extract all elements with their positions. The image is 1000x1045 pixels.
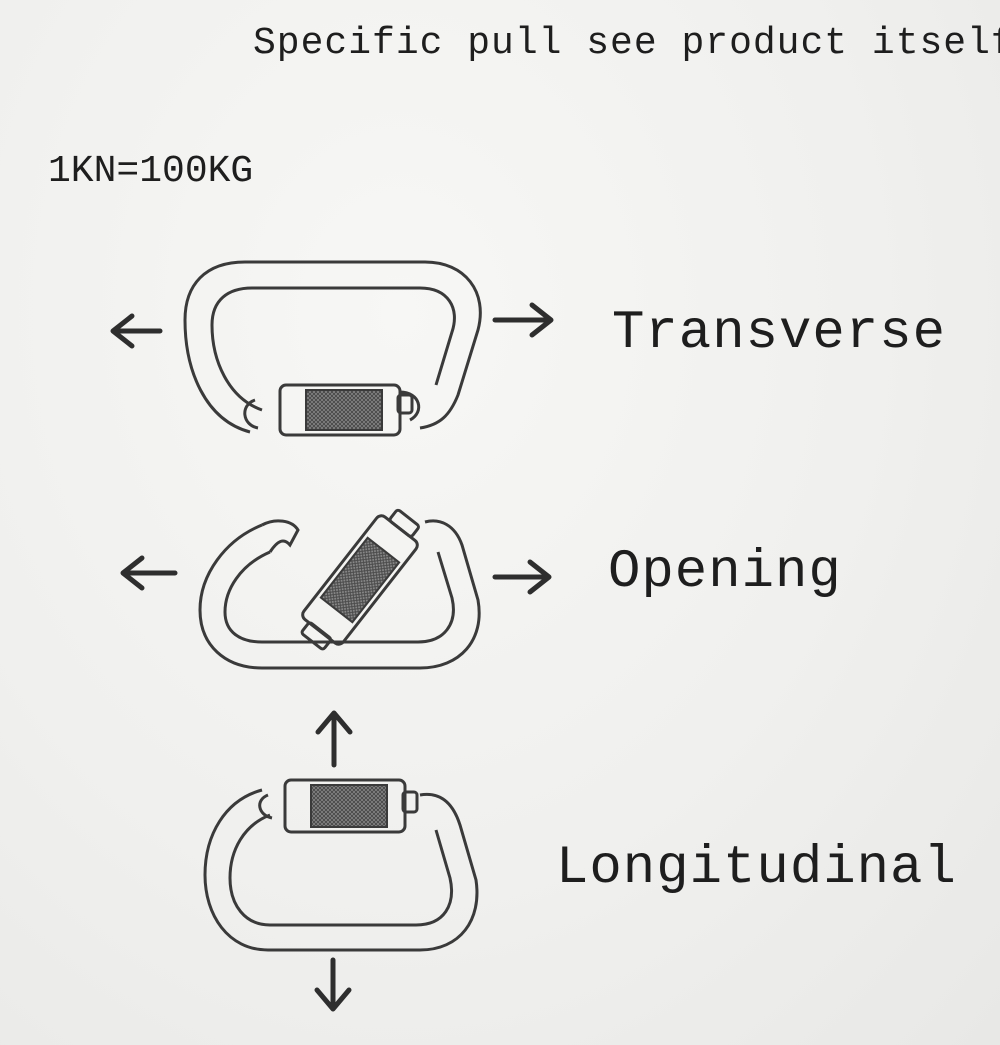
carabiner-transverse-icon bbox=[183, 260, 482, 437]
transverse-right-arrow-icon bbox=[492, 302, 554, 338]
carabiner-opening-icon bbox=[198, 508, 481, 670]
header-note: Specific pull see product itself bbox=[253, 22, 1000, 65]
unit-note: 1KN=100KG bbox=[48, 150, 254, 193]
longitudinal-up-arrow-icon bbox=[315, 710, 353, 768]
carabiner-longitudinal-icon bbox=[203, 778, 479, 952]
label-opening: Opening bbox=[608, 542, 842, 603]
label-longitudinal: Longitudinal bbox=[556, 838, 957, 899]
transverse-left-arrow-icon bbox=[110, 313, 163, 349]
label-transverse: Transverse bbox=[612, 303, 947, 364]
longitudinal-down-arrow-icon bbox=[314, 957, 352, 1012]
opening-left-arrow-icon bbox=[120, 555, 178, 591]
opening-right-arrow-icon bbox=[492, 559, 552, 595]
